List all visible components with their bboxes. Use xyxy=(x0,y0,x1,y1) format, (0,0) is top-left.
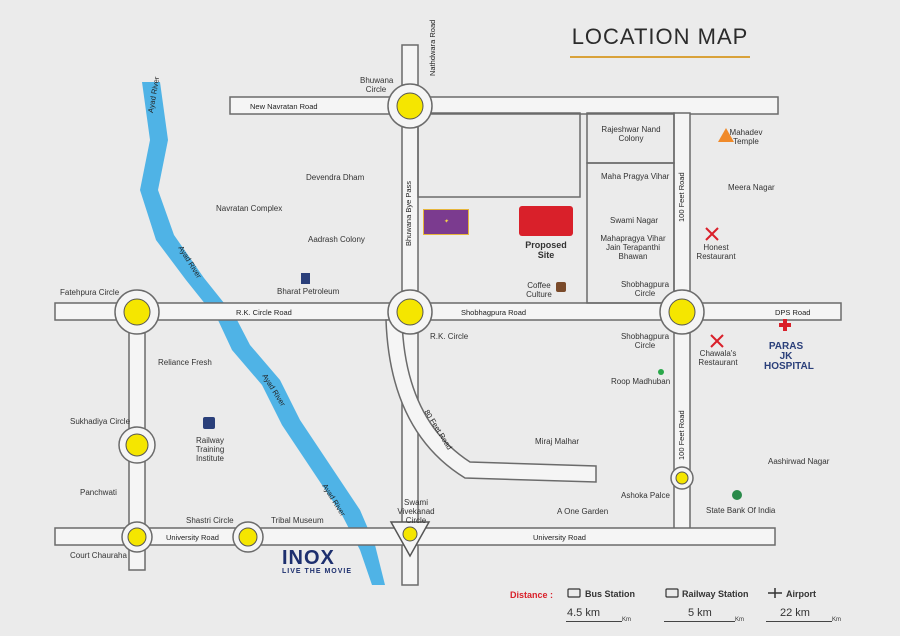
rk-circle-road xyxy=(54,302,842,321)
road-label-bhuwana-bye-pass: Bhuwana Bye Pass xyxy=(404,180,413,246)
bank-icon xyxy=(732,490,742,500)
label-rk-circle: R.K. Circle xyxy=(430,332,469,341)
label-a-one-garden: A One Garden xyxy=(557,507,609,516)
label-tribal-museum: Tribal Museum xyxy=(271,516,324,525)
distance-railway-value: 5 km xyxy=(688,607,712,619)
label-coffee-culture: Coffee Culture xyxy=(526,281,552,299)
label-bharat-petroleum: Bharat Petroleum xyxy=(277,287,340,296)
title-underline xyxy=(570,56,750,58)
temple-icon xyxy=(718,128,734,142)
eighty-feet-road xyxy=(385,319,597,483)
ayad-river xyxy=(140,82,385,585)
label-sbi: State Bank Of India xyxy=(706,506,776,515)
distance-airport-name: Airport xyxy=(786,589,816,599)
inox-logo: INOX LIVE THE MOVIE xyxy=(282,548,352,575)
petrol-pump-icon xyxy=(301,273,310,284)
hospital-logo: PARAS JK HOSPITAL xyxy=(764,341,814,372)
label-bhuwana-circle: Bhuwana Circle xyxy=(360,76,394,94)
road-label-university-right: University Road xyxy=(533,533,586,542)
airplane-icon xyxy=(768,588,782,598)
label-aashirwad-nagar: Aashirwad Nagar xyxy=(768,457,830,466)
railway-icon xyxy=(203,417,215,429)
distance-airport-value: 22 km xyxy=(780,607,810,619)
park-icon xyxy=(658,369,664,375)
label-railway-institute: Railway Training Institute xyxy=(195,436,225,463)
label-shobhagpura-circle-bottom: Shobhagpura Circle xyxy=(620,332,670,350)
label-shastri-circle: Shastri Circle xyxy=(186,516,234,525)
distance-airport-unit: Km xyxy=(832,617,841,623)
label-reliance-fresh: Reliance Fresh xyxy=(158,358,212,367)
label-panchwati: Panchwati xyxy=(80,488,117,497)
train-icon xyxy=(665,588,679,598)
distance-bus-line xyxy=(566,621,622,622)
distance-railway-line xyxy=(664,621,735,622)
label-navratan-complex: Navratan Complex xyxy=(216,204,283,213)
label-rajeshwar: Rajeshwar Nand Colony xyxy=(601,125,661,143)
road-label-dps: DPS Road xyxy=(775,308,811,317)
proposed-site-label: Proposed Site xyxy=(525,240,567,260)
distance-bus-name: Bus Station xyxy=(585,589,636,599)
distance-bus-unit: Km xyxy=(622,617,631,623)
distance-airport-line xyxy=(766,621,832,622)
label-ashoka-palce: Ashoka Palce xyxy=(621,491,670,500)
road-label-shobhagpura: Shobhagpura Road xyxy=(461,308,527,317)
block-road-mid2 xyxy=(586,162,675,304)
circle-markers xyxy=(114,83,705,558)
label-devendra-dham: Devendra Dham xyxy=(306,173,365,182)
label-swami-nagar: Swami Nagar xyxy=(610,216,659,225)
page-title: LOCATION MAP xyxy=(571,24,749,49)
distance-bus-value: 4.5 km xyxy=(567,607,601,619)
label-aadrash-colony: Aadrash Colony xyxy=(308,235,365,244)
block-road-right-top xyxy=(417,112,581,198)
road-label-nathdwara: Nathdwara Road xyxy=(428,19,437,76)
hospital-name: PARAS JK HOSPITAL xyxy=(764,341,814,372)
road-label-100-feet-bottom: 100 Feet Road xyxy=(677,410,686,460)
restaurant-icon-2 xyxy=(710,334,724,348)
distance-railway-name: Railway Station xyxy=(682,589,749,599)
road-label-100-feet-top: 100 Feet Road xyxy=(677,172,686,222)
restaurant-icon xyxy=(705,227,719,241)
road-label-university-left: University Road xyxy=(166,533,219,542)
label-swami-vivekanand-circle: Swami Vivekanad Circle xyxy=(397,498,435,525)
label-mahadev-temple: Mahadev Temple xyxy=(729,128,763,146)
road-label-new-navratan: New Navratan Road xyxy=(250,102,318,111)
label-shobhagpura-circle-top: Shobhagpura Circle xyxy=(620,280,670,298)
label-court-chauraha: Court Chauraha xyxy=(70,551,127,560)
hospital-cross-icon xyxy=(779,319,791,331)
proposed-site-box xyxy=(519,206,573,236)
distance-label: Distance : xyxy=(510,590,554,600)
label-roop-madhuban: Roop Madhuban xyxy=(611,377,671,386)
label-maha-pragya: Maha Pragya Vihar xyxy=(601,172,670,181)
distance-railway-unit: Km xyxy=(735,617,744,623)
hotel-logo: ✦ xyxy=(423,209,469,235)
label-terapanthi: Mahapragya Vihar Jain Terapanthi Bhawan xyxy=(600,234,666,261)
bus-icon xyxy=(567,588,581,598)
coffee-icon xyxy=(556,282,566,292)
label-honest-restaurant: Honest Restaurant xyxy=(696,243,736,261)
road-label-rk-circle: R.K. Circle Road xyxy=(236,308,292,317)
label-fatehpura-circle: Fatehpura Circle xyxy=(60,288,120,297)
inox-tagline: LIVE THE MOVIE xyxy=(282,568,353,575)
inox-name: INOX xyxy=(282,547,335,569)
label-meera-nagar: Meera Nagar xyxy=(728,183,775,192)
proposed-site-marker[interactable]: Proposed Site xyxy=(519,206,573,260)
new-navratan-road xyxy=(229,96,779,115)
label-sukhadiya-circle: Sukhadiya Circle xyxy=(70,417,131,426)
label-miraj-malhar: Miraj Malhar xyxy=(535,437,580,446)
label-chawalas-restaurant: Chawala's Restaurant xyxy=(698,349,738,367)
